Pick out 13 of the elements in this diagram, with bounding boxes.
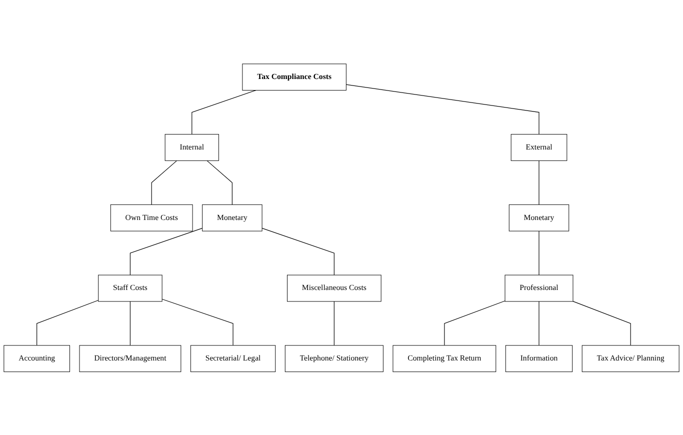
connector	[444, 300, 506, 346]
connector	[538, 160, 540, 205]
connector	[572, 300, 631, 346]
connector	[36, 300, 99, 346]
connector	[130, 228, 203, 275]
connector	[162, 298, 234, 346]
connector	[151, 160, 178, 205]
connector	[206, 160, 232, 205]
connector	[538, 230, 540, 275]
connector	[192, 90, 256, 134]
connector	[346, 84, 540, 134]
connector	[262, 228, 334, 275]
connector	[538, 300, 540, 346]
